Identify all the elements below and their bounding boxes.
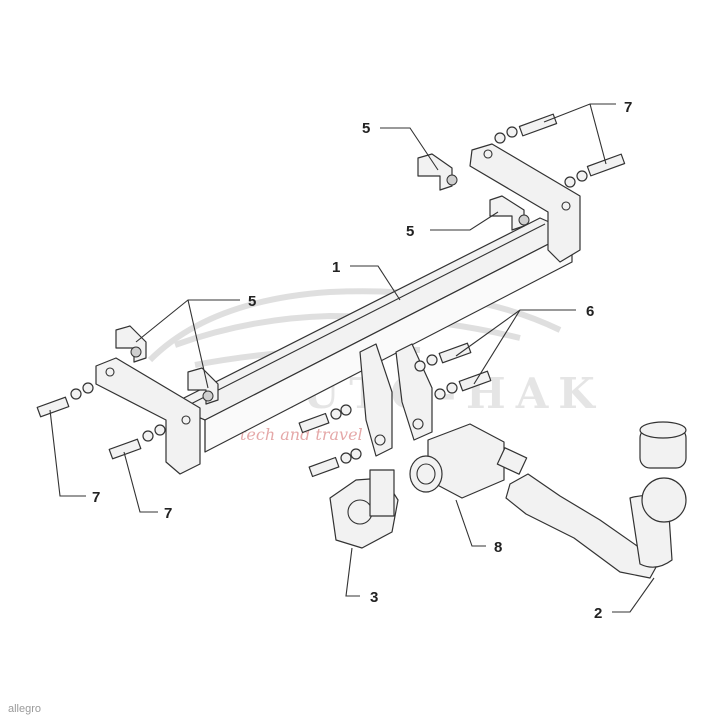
right-mounting-plate xyxy=(469,143,581,263)
electrical-socket xyxy=(409,423,528,499)
callout-socket-plate: 3 xyxy=(370,589,378,606)
callout-electrical-socket: 8 xyxy=(494,539,502,556)
center-brackets xyxy=(359,343,433,457)
callout-bolt-left-b: 7 xyxy=(164,505,172,522)
callout-bracket-top-left: 5 xyxy=(362,120,370,137)
socket-plate xyxy=(329,469,399,549)
tow-ball-neck xyxy=(505,421,687,579)
left-mounting-plate xyxy=(95,357,201,475)
callout-beam: 1 xyxy=(332,259,340,276)
watermark-tagline: tech and travel xyxy=(240,425,363,444)
corner-watermark: allegro xyxy=(8,703,41,715)
callout-bracket-front: 5 xyxy=(248,293,256,310)
bolts-left xyxy=(36,382,166,460)
bracket-front-a xyxy=(115,325,147,363)
callout-bolts-top: 7 xyxy=(624,99,632,116)
callout-bolts-center: 6 xyxy=(586,303,594,320)
callout-ball: 2 xyxy=(594,605,602,622)
bolts-socket xyxy=(298,404,362,478)
leader-lines xyxy=(49,103,655,613)
bolts-top xyxy=(494,113,626,188)
callout-bolt-left-a: 7 xyxy=(92,489,100,506)
bracket-top-left xyxy=(417,153,458,191)
bracket-top-right xyxy=(489,195,530,231)
callout-bracket-top-right: 5 xyxy=(406,223,414,240)
bolts-center xyxy=(414,342,492,400)
bracket-front-b xyxy=(187,367,219,405)
